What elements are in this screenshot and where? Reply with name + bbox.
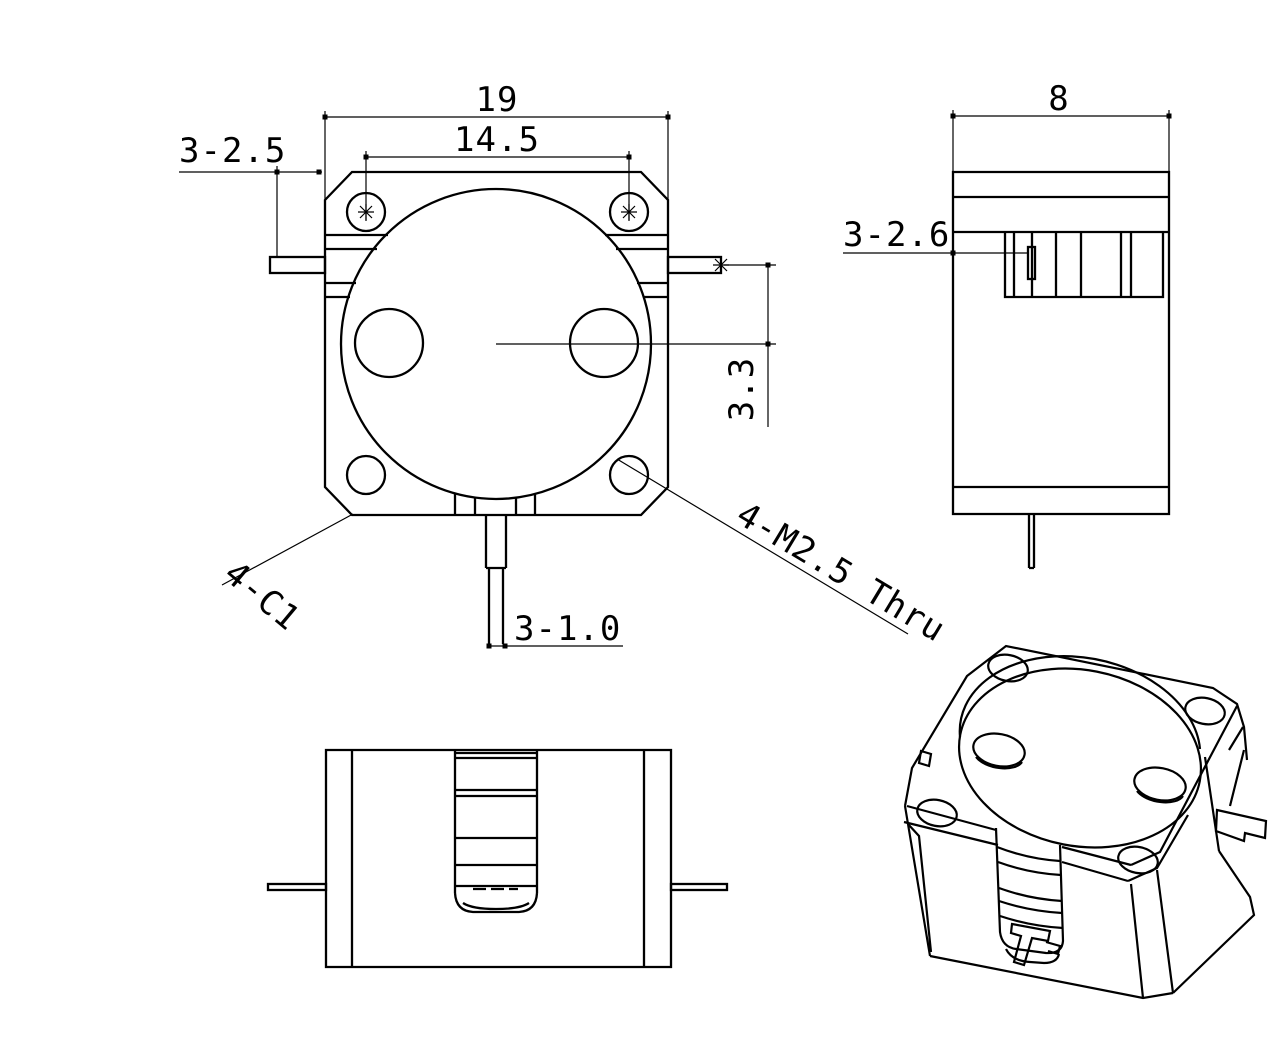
lead-left: [266, 882, 328, 892]
lead-tab-left-tip: [917, 749, 933, 768]
side-wall-edges: [350, 750, 646, 967]
dim-label-side-lead-width: 3-2.6: [843, 215, 950, 255]
lead-slot: [1003, 233, 1165, 299]
front-view: [266, 748, 729, 969]
dimension-lines: [843, 110, 1170, 254]
lead-pin-front: [1009, 922, 1062, 967]
leader-mounting-holes: [616, 458, 909, 635]
left-corner-pillar: [903, 805, 933, 957]
dim-label-chamfer: 4-C1: [216, 553, 308, 639]
port-hole-left: [353, 307, 425, 379]
bottom-slot-ticks: [453, 494, 537, 515]
slot-stack-lines: [455, 751, 537, 888]
isometric-view: [903, 644, 1268, 1000]
center-mark-icons: [358, 204, 729, 273]
right-face-edges: [1172, 749, 1256, 994]
lead-bottom: [1027, 514, 1036, 570]
flange-bottom-rim: [903, 726, 1244, 883]
body-outline: [951, 170, 1171, 516]
lead-tab-right: [1214, 808, 1268, 843]
dim-label-hole-spacing: 14.5: [454, 120, 540, 160]
lead-left: [268, 255, 327, 275]
body-outline: [323, 170, 670, 517]
side-view: 8 3-2.6: [843, 79, 1172, 570]
lead-tab-edge: [1026, 245, 1037, 281]
center-slot: [453, 750, 539, 914]
mounting-hole-left: [916, 798, 958, 828]
port-hole-left: [972, 732, 1026, 768]
mounting-hole-top: [987, 653, 1029, 683]
mounting-hole-front: [1117, 845, 1159, 875]
lead-right: [669, 882, 729, 892]
dimension-terminators: [274, 114, 771, 649]
lead-bottom: [484, 515, 508, 644]
horizontal-edges: [953, 195, 1169, 489]
port-hole-left-depth: [975, 756, 1023, 770]
port-hole-right: [1133, 766, 1187, 802]
port-hole-right-depth: [1136, 790, 1184, 804]
front-corner-pillar: [1129, 869, 1175, 999]
mounting-hole-bottom-right: [608, 454, 650, 496]
body-outline: [324, 748, 673, 969]
mounting-hole-right: [1184, 696, 1226, 726]
dim-label-lead-length: 3-2.5: [179, 131, 286, 171]
dim-label-depth: 8: [1048, 79, 1069, 119]
front-slot: [994, 827, 1065, 965]
leader-chamfer: [221, 513, 354, 586]
flange-top-face-edges: [906, 705, 1238, 867]
dim-label-lead-offset: 3.3: [722, 357, 762, 421]
port-hole-right: [568, 307, 640, 379]
rotor-puck-rim: [958, 655, 1202, 750]
dim-label-mounting-holes: 4-M2.5 Thru: [729, 494, 952, 650]
dim-label-overall-width: 19: [476, 80, 519, 120]
top-view: 19 14.5 3-2.5 3.3 4-C1 3-1.0 4-M2.5 Thru: [179, 80, 952, 650]
mounting-hole-bottom-left: [345, 454, 387, 496]
front-slot-rings: [996, 845, 1064, 930]
dimension-terminators: [950, 113, 1172, 256]
dim-label-lead-width: 3-1.0: [514, 609, 621, 649]
flange-edge-lines: [325, 233, 668, 299]
